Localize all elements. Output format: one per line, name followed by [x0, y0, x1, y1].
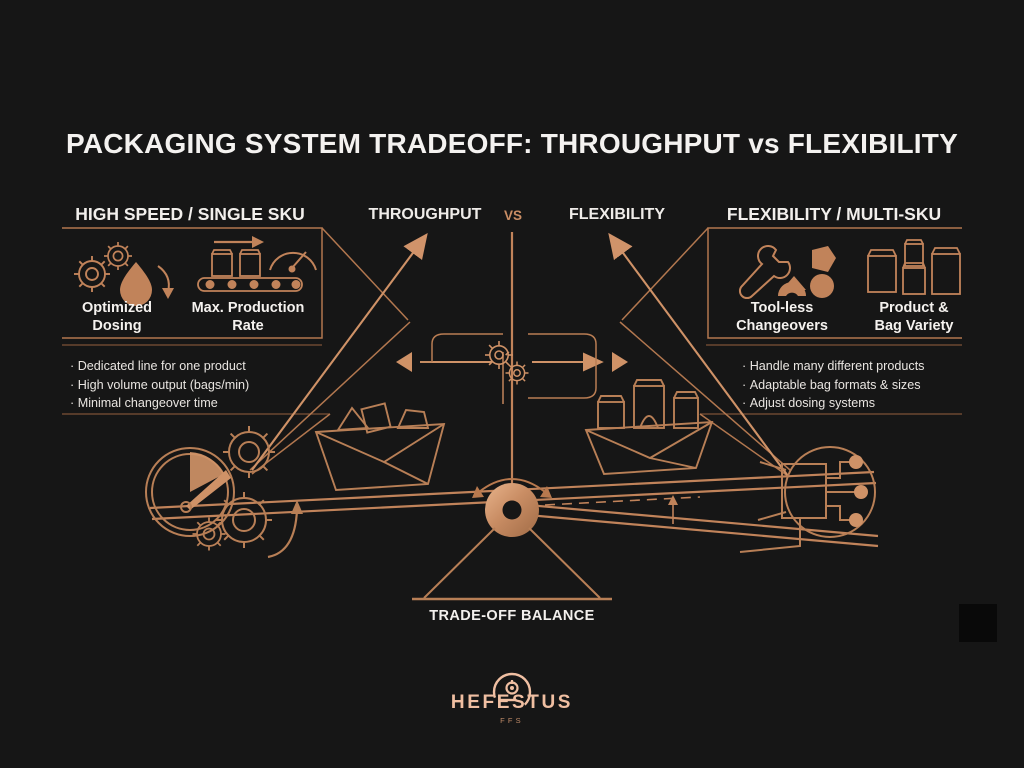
bullet-item: Adjust dosing systems	[742, 394, 992, 413]
bag-variety-icon	[867, 239, 961, 295]
caption-line-2: Changeovers	[736, 317, 828, 334]
bullet-item: Handle many different products	[742, 357, 992, 376]
left-pan-contents	[336, 402, 430, 434]
gears-droplet-icon	[74, 242, 174, 306]
center-mechanism	[396, 333, 628, 399]
page-title: PACKAGING SYSTEM TRADEOFF: THROUGHPUT vs…	[66, 128, 958, 159]
bullet-item: Dedicated line for one product	[70, 357, 340, 376]
bullet-item: High volume output (bags/min)	[70, 376, 340, 395]
caption-line-2: Rate	[232, 317, 264, 334]
caption-line-1: Max. Production	[191, 300, 305, 316]
right-pan-contents	[597, 379, 699, 429]
caption-line-2: Bag Variety	[874, 317, 954, 334]
balance-beam	[149, 470, 877, 521]
brand-name: HEFESTUS	[450, 692, 574, 713]
right-panel-bullets: Handle many different products Adaptable…	[742, 357, 992, 413]
gauge-fill	[190, 452, 224, 492]
arrow-right	[612, 352, 628, 372]
fulcrum-hub	[472, 478, 552, 537]
caption-product-bag-variety: Product & Bag Variety	[854, 300, 974, 335]
right-pan	[584, 379, 714, 475]
speed-gauge-gears-icon	[145, 426, 303, 559]
axis-label-throughput: THROUGHPUT	[368, 206, 482, 223]
wrench-shapes-icon	[738, 245, 836, 300]
circle-shape	[810, 274, 834, 298]
axis-label-flexibility: FLEXIBILITY	[569, 206, 665, 223]
caption-line-2: Dosing	[92, 317, 142, 334]
left-panel-bullets: Dedicated line for one product High volu…	[70, 357, 340, 413]
caption-optimized-dosing: Optimized Dosing	[62, 300, 172, 335]
caption-max-production-rate: Max. Production Rate	[178, 300, 318, 335]
balance-caption: TRADE-OFF BALANCE	[429, 608, 595, 624]
caption-line-1: Product &	[879, 300, 949, 316]
edge-artifact-square	[959, 604, 997, 642]
triangle-shape	[782, 276, 806, 290]
dual-gears-icon	[485, 341, 529, 385]
right-panel-frame	[619, 227, 962, 477]
tilt-reference	[544, 495, 701, 524]
brand-block: HEFESTUS FFS	[412, 690, 612, 725]
bullet-item: Minimal changeover time	[70, 394, 340, 413]
left-pan	[314, 402, 446, 491]
bullet-item: Adaptable bag formats & sizes	[742, 376, 992, 395]
right-panel-heading: FLEXIBILITY / MULTI-SKU	[726, 204, 942, 224]
axis-label-vs: VS	[503, 208, 522, 223]
gauge-needle	[180, 470, 231, 513]
arch-shape	[778, 282, 806, 296]
caption-line-1: Tool-less	[750, 300, 814, 316]
distribution-node-icon	[739, 446, 876, 553]
left-panel-frame	[62, 227, 411, 475]
left-panel-heading: HIGH SPEED / SINGLE SKU	[75, 204, 305, 224]
balance-post	[502, 232, 514, 492]
balance-beam-secondary	[504, 501, 879, 548]
conveyor-gauge-icon	[197, 236, 317, 292]
balance-stand	[412, 527, 612, 601]
brand-subtitle: FFS	[500, 716, 524, 725]
caption-line-1: Optimized	[81, 300, 153, 316]
caption-tool-less-changeovers: Tool-less Changeovers	[722, 300, 842, 335]
throughput-arrow	[251, 232, 428, 471]
blob-shape	[812, 246, 836, 272]
arrow-left	[396, 352, 412, 372]
